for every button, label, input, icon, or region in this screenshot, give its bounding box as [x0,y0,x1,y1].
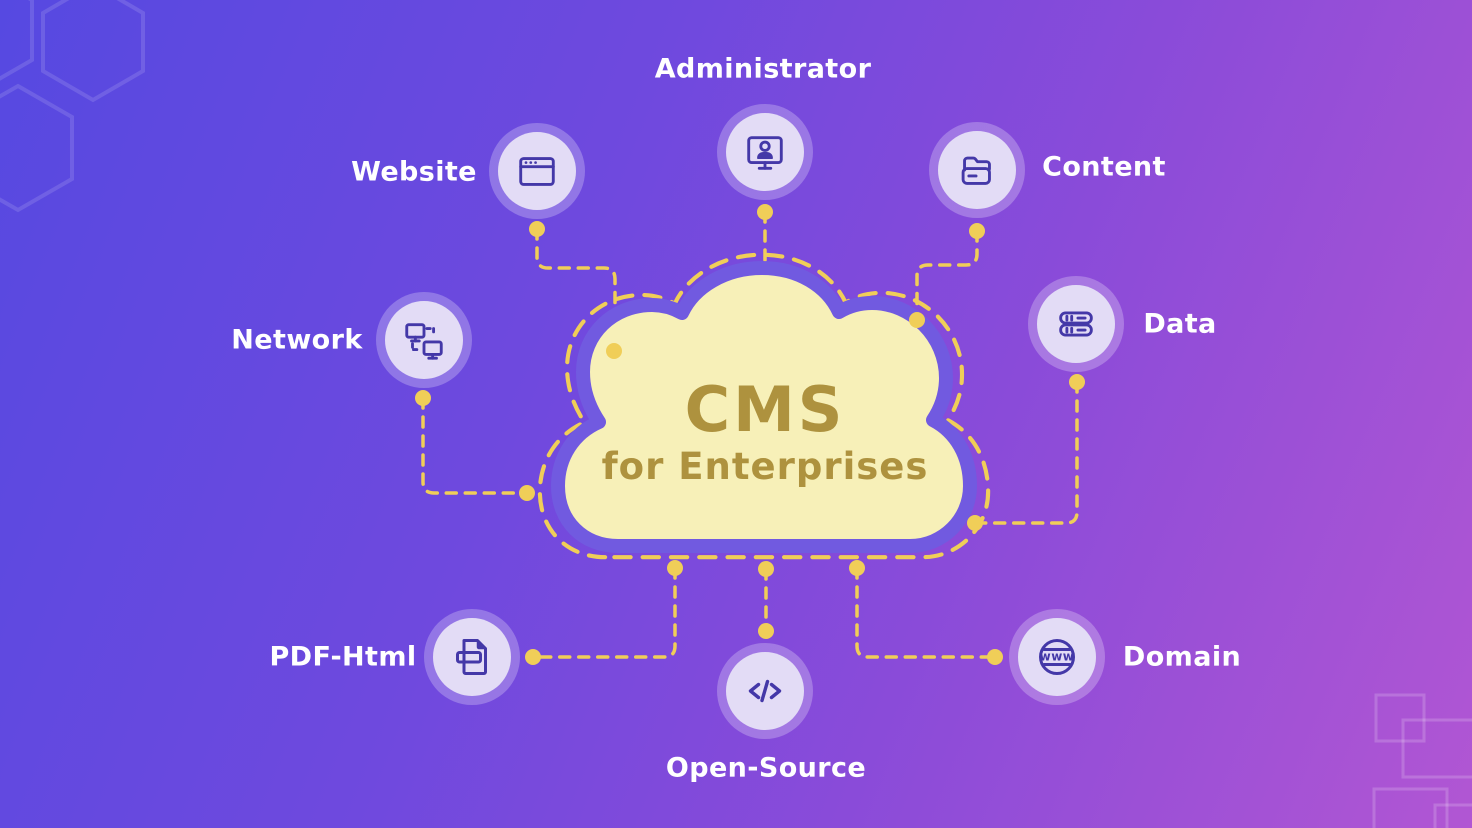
document-file-icon [456,639,487,675]
label-website: Website [351,156,477,188]
connector-lines [421,210,1079,659]
node-content [938,131,1016,209]
node-network [385,301,463,379]
folder-open-icon [961,156,991,185]
node-data [1037,285,1115,363]
squares-decoration [1372,693,1472,828]
node-domain: www [1018,618,1096,696]
label-pdf-html: PDF-Html [269,641,417,673]
connector-pdf-html [533,566,677,659]
linked-computers-icon [405,323,443,360]
label-open-source: Open-Source [665,752,867,784]
label-data: Data [1143,308,1217,340]
label-administrator: Administrator [654,53,872,85]
cloud-title-block: CMS for Enterprises [602,377,929,487]
label-domain: Domain [1122,641,1242,673]
connector-website [535,227,617,352]
node-administrator [726,113,804,191]
node-website [498,132,576,210]
monitor-user-icon [747,136,783,170]
connector-network [421,396,527,495]
connector-dots [415,204,1085,665]
connector-data [975,380,1079,525]
diagram-subtitle: for Enterprises [601,445,929,489]
globe-www-icon: www [1039,639,1075,675]
hexagon-decoration [0,0,145,213]
browser-window-icon [519,157,555,186]
diagram-title: CMS [684,373,846,447]
svg-text:www: www [1040,650,1075,664]
label-network: Network [231,324,363,356]
connector-domain [855,566,995,659]
node-pdf-html [433,618,511,696]
label-content: Content [1042,151,1166,183]
server-stack-icon [1059,311,1093,337]
node-open-source [726,652,804,730]
code-brackets-icon [748,679,782,703]
connector-content [915,229,979,320]
